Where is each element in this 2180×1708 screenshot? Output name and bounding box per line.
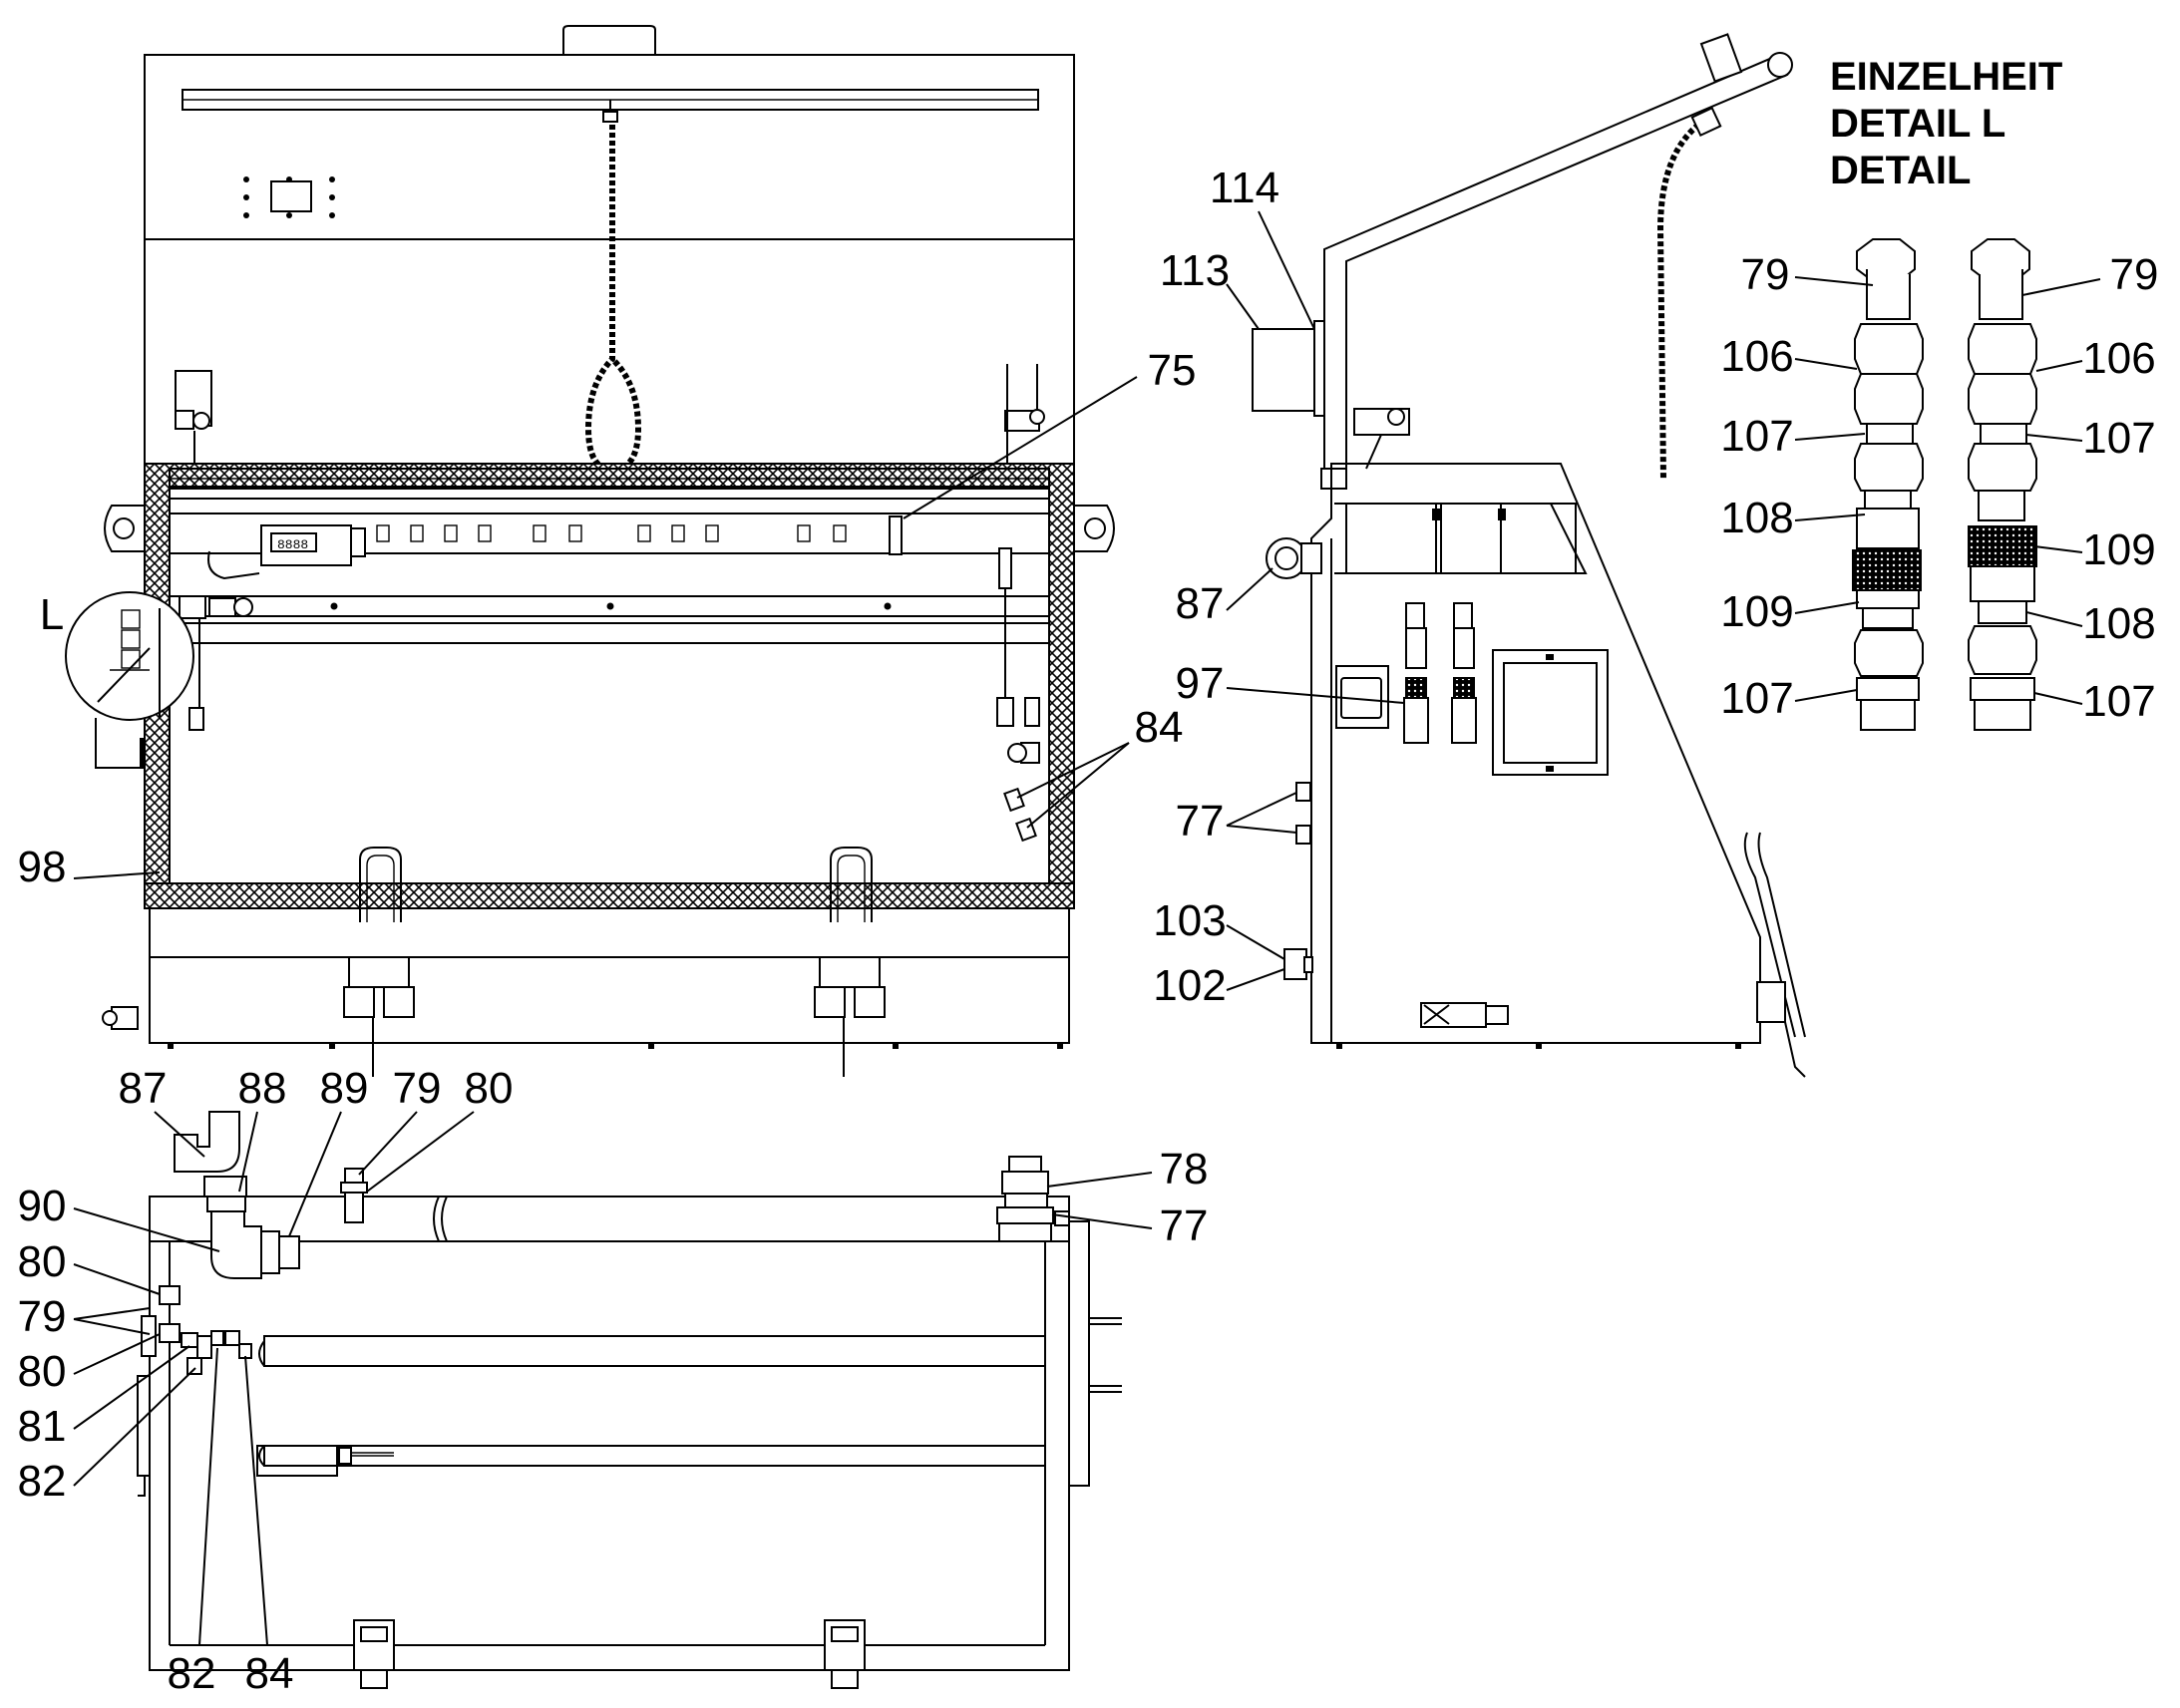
callout-c-114: 114 <box>1210 164 1279 212</box>
plan-latch-right <box>824 1619 866 1689</box>
detail-heading-line-3: DETAIL <box>1830 149 1971 192</box>
callout-c-107L1: 107 <box>1720 412 1793 461</box>
callout-c-80b: 80 <box>18 1237 67 1286</box>
callout-c-82b: 82 <box>168 1649 216 1698</box>
fitting-stack-left <box>1852 238 1924 731</box>
callout-c-107L2: 107 <box>1720 674 1793 723</box>
front-view: 8888 <box>40 25 1115 1077</box>
callout-c-113: 113 <box>1160 246 1230 295</box>
manifold-valves <box>376 524 847 542</box>
detail-l: EINZELHEIT DETAIL L DETAIL <box>1830 55 2062 731</box>
callout-c-87b: 87 <box>119 1064 168 1113</box>
callout-c-75: 75 <box>1148 346 1197 395</box>
callout-c-78: 78 <box>1160 1145 1209 1194</box>
callout-c-108L: 108 <box>1720 494 1793 542</box>
callout-c-79b: 79 <box>393 1064 442 1113</box>
callout-c-81: 81 <box>18 1402 67 1451</box>
callout-c-89: 89 <box>320 1064 369 1113</box>
plan-latch-left <box>353 1619 395 1689</box>
callout-c-84b: 84 <box>245 1649 294 1698</box>
callout-c-79L: 79 <box>1741 250 1790 299</box>
callout-c-107R2: 107 <box>2082 677 2155 726</box>
detail-l-marker: L <box>40 590 64 639</box>
callout-c-80a: 80 <box>465 1064 514 1113</box>
callout-c-90: 90 <box>18 1182 67 1230</box>
callout-c-79c: 79 <box>18 1292 67 1341</box>
callout-c-84a: 84 <box>1135 703 1184 752</box>
callout-c-77b: 77 <box>1160 1201 1209 1250</box>
fitting-stack-right <box>1968 238 2037 731</box>
detail-heading-line-1: EINZELHEIT <box>1830 55 2062 99</box>
callout-c-102: 102 <box>1153 961 1226 1010</box>
latch-left <box>343 847 415 1077</box>
callout-c-108R: 108 <box>2082 599 2155 648</box>
side-hose-fittings <box>1403 602 1477 744</box>
callout-c-106L: 106 <box>1720 332 1793 381</box>
callout-c-106R: 106 <box>2082 334 2155 383</box>
callout-labels: 75 98 84 114 113 87 97 77 103 102 79 106 107 108 109 10… <box>18 164 2159 1698</box>
callout-c-82a: 82 <box>18 1457 67 1506</box>
plan-view <box>137 1111 1122 1689</box>
side-view <box>1252 33 1806 1078</box>
callout-c-88: 88 <box>238 1064 287 1113</box>
detail-heading-line-2: DETAIL L <box>1830 102 2005 146</box>
callout-c-97: 97 <box>1176 659 1225 708</box>
callout-c-107R1: 107 <box>2082 414 2155 463</box>
callout-c-109R: 109 <box>2082 525 2155 574</box>
callout-c-77a: 77 <box>1176 797 1225 846</box>
callout-c-80c: 80 <box>18 1347 67 1396</box>
callout-c-87a: 87 <box>1176 579 1225 628</box>
controller-display: 8888 <box>277 537 308 552</box>
latch-right <box>814 847 886 1077</box>
callout-c-98: 98 <box>18 843 67 891</box>
callout-c-109L: 109 <box>1720 587 1793 636</box>
callout-c-79R: 79 <box>2110 250 2159 299</box>
leader-lines <box>73 210 2101 1646</box>
callout-c-103: 103 <box>1153 896 1226 945</box>
